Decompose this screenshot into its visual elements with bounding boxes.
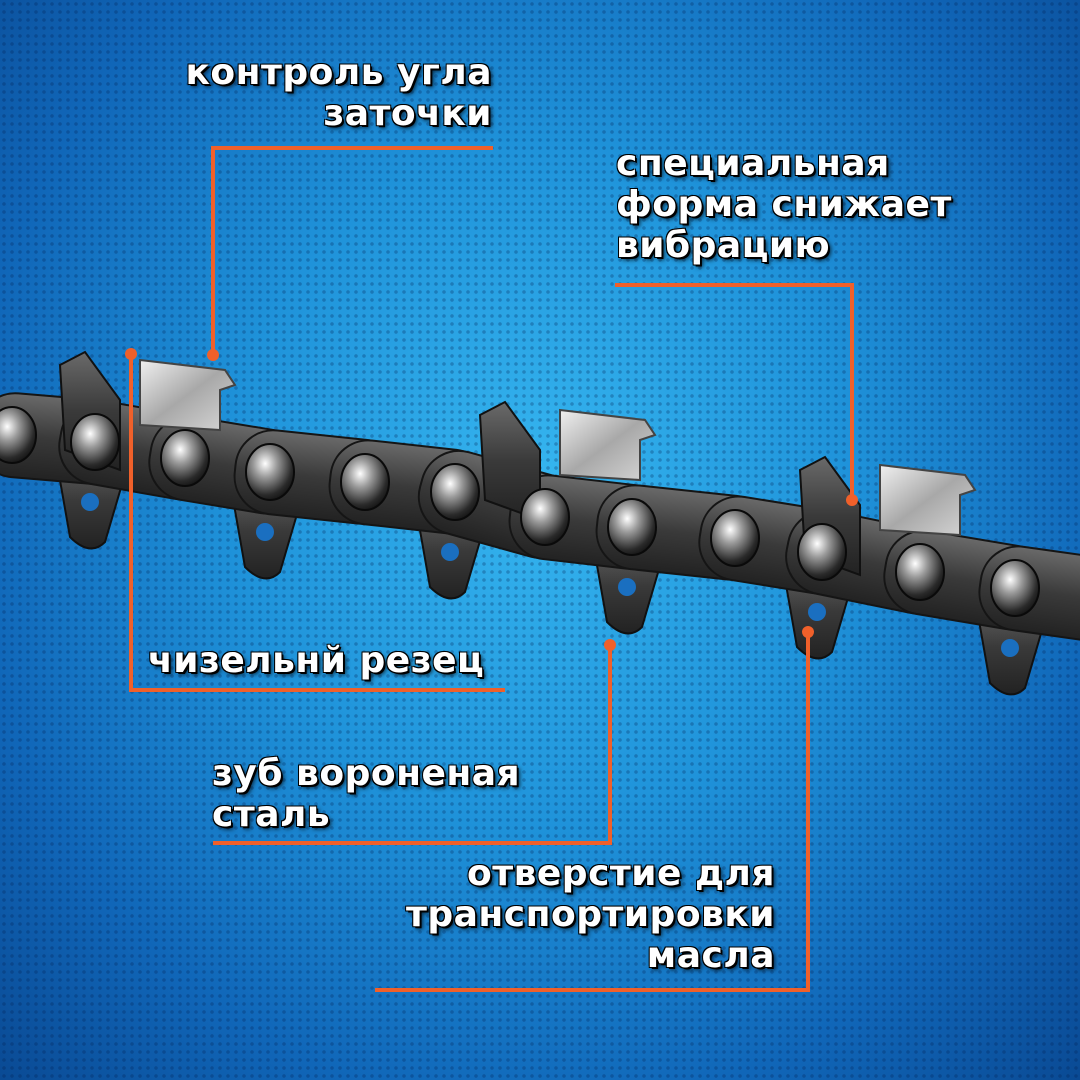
callout-vibration: специальная форма снижает вибрацию	[616, 143, 952, 266]
callout-leader-line	[129, 354, 505, 692]
rivet	[245, 443, 295, 501]
callout-line: отверстие для	[467, 853, 775, 894]
callout-dot	[125, 348, 137, 360]
rivet	[607, 498, 657, 556]
callout-dot	[207, 349, 219, 361]
callout-line: сталь	[212, 794, 331, 835]
rivet	[160, 429, 210, 487]
oil-hole	[256, 523, 274, 541]
rivet	[710, 509, 760, 567]
callout-sharpening-angle: контроль угла заточки	[185, 52, 492, 134]
callout-line: зуб вороненая	[212, 753, 521, 794]
rivet	[520, 488, 570, 546]
depth-gauge	[478, 400, 541, 522]
callout-dot	[802, 626, 814, 638]
callout-line: чизельнй резец	[148, 640, 485, 681]
callout-line: масла	[646, 935, 775, 976]
rivet	[0, 406, 37, 464]
callout-line: вибрацию	[616, 225, 831, 266]
callout-dot	[846, 494, 858, 506]
oil-hole	[1001, 639, 1019, 657]
rivet	[895, 543, 945, 601]
cutter-tooth	[879, 463, 977, 537]
callout-leader-line	[213, 645, 612, 845]
rivet	[990, 559, 1040, 617]
callout-leader-line	[375, 632, 810, 992]
callout-line: транспортировки	[405, 894, 775, 935]
oil-hole	[81, 493, 99, 511]
oil-hole	[441, 543, 459, 561]
rivet	[340, 453, 390, 511]
callout-line: заточки	[323, 93, 492, 134]
cutter-tooth	[139, 358, 237, 432]
callout-line: контроль угла	[185, 52, 492, 93]
rivet	[797, 523, 847, 581]
rivet	[430, 463, 480, 521]
oil-hole	[808, 603, 826, 621]
rivet	[70, 413, 120, 471]
callout-leader-line	[211, 146, 493, 355]
callout-dot	[604, 639, 616, 651]
callout-oil-hole: отверстие для транспортировки масла	[406, 853, 775, 976]
callout-line: специальная	[616, 143, 890, 184]
oil-hole	[618, 578, 636, 596]
callout-chisel-cutter: чизельнй резец	[148, 640, 484, 681]
callout-blued-steel: зуб вороненая сталь	[212, 753, 520, 835]
cutter-tooth	[559, 408, 657, 482]
callout-leader-line	[615, 283, 854, 500]
callout-line: форма снижает	[616, 184, 952, 225]
